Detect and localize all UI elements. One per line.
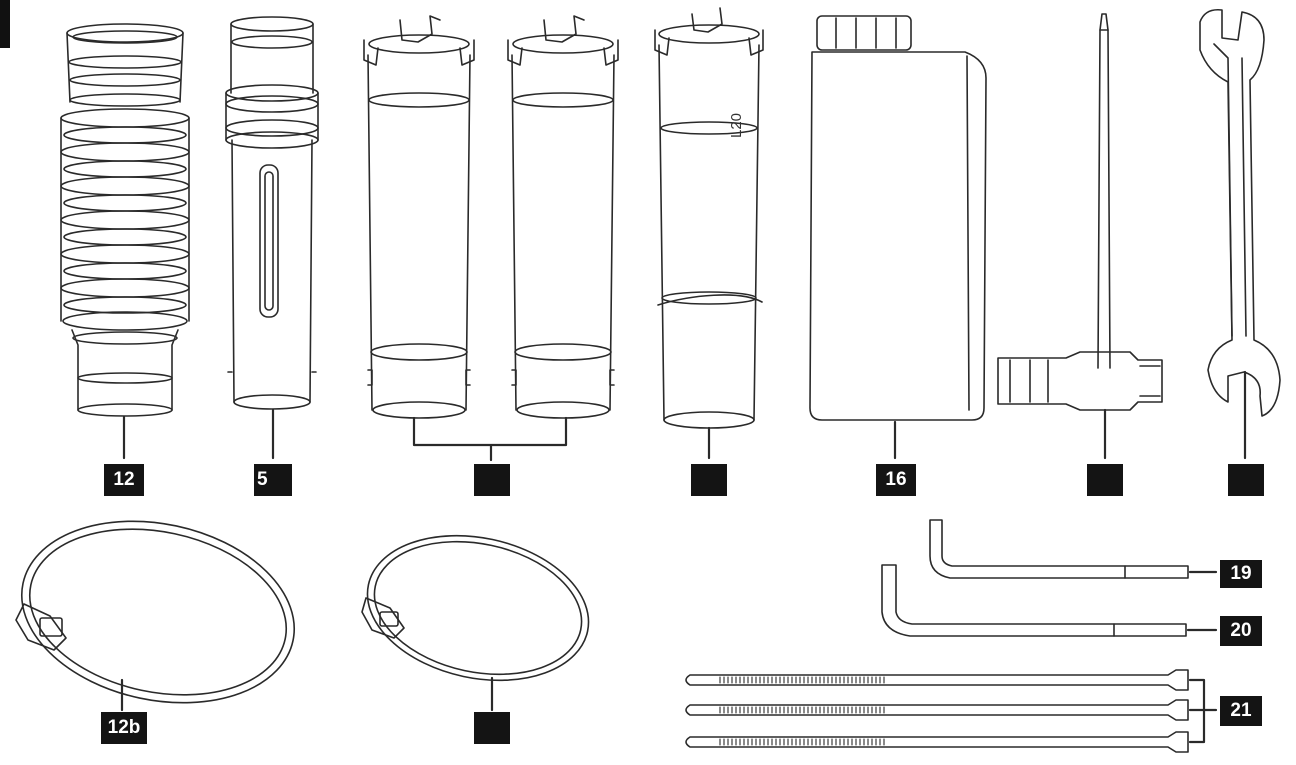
extension-tube-icon xyxy=(363,15,619,462)
page-edge-marker xyxy=(0,0,10,48)
hose-clamp-icon xyxy=(361,534,590,712)
cable-tie-icon xyxy=(685,669,1218,753)
allen-key-icon xyxy=(881,564,1218,637)
label-slotted-tube: 5 xyxy=(254,464,292,496)
allen-key-icon xyxy=(929,519,1218,579)
label-cable-ties: 21 xyxy=(1220,696,1262,726)
label-bottle: 16 xyxy=(876,464,916,496)
open-end-wrench-icon xyxy=(1199,8,1281,460)
slotted-tube-icon xyxy=(225,16,319,460)
tube-print-marking: L20 xyxy=(728,112,745,138)
label-clamp-small xyxy=(474,712,510,744)
label-hex-key-large: 20 xyxy=(1220,616,1262,646)
bellows-hose-icon xyxy=(60,23,190,460)
label-t-key xyxy=(1087,464,1123,496)
hose-clamp-icon xyxy=(15,520,296,712)
label-clamp-large: 12b xyxy=(101,712,147,744)
oil-bottle-icon xyxy=(809,15,987,460)
label-hex-key-small: 19 xyxy=(1220,560,1262,588)
label-l20-tube xyxy=(691,464,727,496)
extension-tube-l20-icon xyxy=(654,7,764,460)
label-tube-pair xyxy=(474,464,510,496)
t-handle-key-icon xyxy=(997,13,1163,460)
label-flexible-hose: 12 xyxy=(104,464,144,496)
label-wrench xyxy=(1228,464,1264,496)
